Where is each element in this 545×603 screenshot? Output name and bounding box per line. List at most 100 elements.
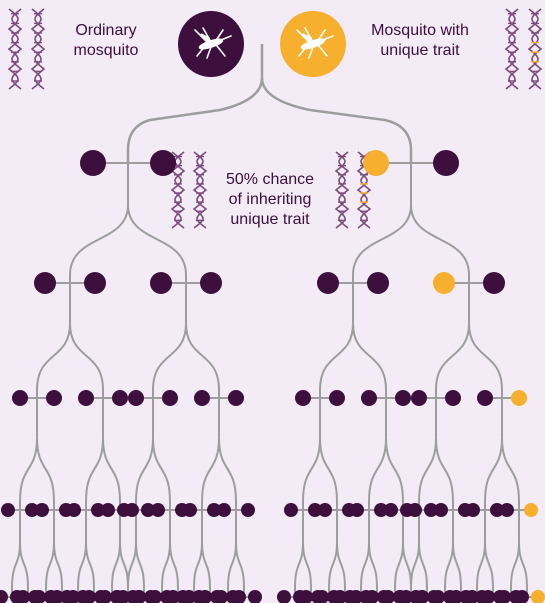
- ordinary-mosquito-node: [117, 503, 131, 517]
- dna-icon: [334, 151, 350, 229]
- ordinary-mosquito-node: [76, 590, 90, 603]
- ordinary-mosquito-node: [150, 150, 176, 176]
- trait-mosquito-icon: [280, 11, 346, 77]
- ordinary-mosquito-node: [200, 272, 222, 294]
- ordinary-mosquito-node: [112, 390, 128, 406]
- ordinary-mosquito-node: [395, 390, 411, 406]
- trait-mosquito-label: Mosquito with unique trait: [350, 21, 490, 61]
- ordinary-mosquito-node: [183, 503, 197, 517]
- ordinary-mosquito-node: [311, 590, 325, 603]
- ordinary-mosquito-node: [377, 590, 391, 603]
- ordinary-mosquito-node: [126, 590, 140, 603]
- ordinary-mosquito-node: [192, 590, 206, 603]
- ordinary-mosquito-node: [329, 390, 345, 406]
- ordinary-mosquito-node: [466, 503, 480, 517]
- ordinary-mosquito-node: [228, 390, 244, 406]
- ordinary-mosquito-node: [427, 590, 441, 603]
- ordinary-mosquito-node: [317, 272, 339, 294]
- ordinary-mosquito-node: [151, 503, 165, 517]
- ordinary-label-line1: Ordinary: [75, 22, 137, 39]
- tree-lines: [1, 44, 538, 598]
- annotation-line2: of inheriting: [228, 191, 312, 208]
- trait-mosquito-node: [531, 590, 545, 603]
- ordinary-mosquito-node: [367, 272, 389, 294]
- ordinary-mosquito-node: [248, 590, 262, 603]
- ordinary-mosquito-label: Ordinary mosquito: [56, 21, 156, 61]
- ordinary-mosquito-node: [94, 590, 108, 603]
- ordinary-mosquito-node: [475, 590, 489, 603]
- ordinary-mosquito-node: [144, 590, 158, 603]
- ordinary-mosquito-node: [1, 503, 15, 517]
- dna-icon: [30, 8, 46, 90]
- ordinary-mosquito-node: [424, 503, 438, 517]
- ordinary-mosquito-node: [67, 503, 81, 517]
- ordinary-mosquito-node: [84, 272, 106, 294]
- trait-mosquito-node: [363, 150, 389, 176]
- ordinary-mosquito-node: [162, 390, 178, 406]
- ordinary-mosquito-node: [176, 590, 190, 603]
- ordinary-mosquito-node: [477, 390, 493, 406]
- ordinary-mosquito-node: [0, 590, 8, 603]
- ordinary-mosquito-node: [483, 272, 505, 294]
- ordinary-mosquito-node: [393, 590, 407, 603]
- ordinary-mosquito-node: [194, 390, 210, 406]
- parent-mosquitoes: [178, 11, 346, 77]
- ordinary-mosquito-node: [374, 503, 388, 517]
- ordinary-mosquito-node: [400, 503, 414, 517]
- dna-icon: [527, 8, 543, 90]
- ordinary-mosquito-node: [318, 503, 332, 517]
- dna-icon: [504, 8, 520, 90]
- ordinary-mosquito-node: [350, 503, 364, 517]
- dna-icon: [192, 151, 208, 229]
- ordinary-mosquito-node: [34, 272, 56, 294]
- ordinary-mosquito-node: [433, 150, 459, 176]
- ordinary-mosquito-node: [343, 590, 357, 603]
- ordinary-mosquito-node: [359, 590, 373, 603]
- ordinary-mosquito-node: [284, 503, 298, 517]
- trait-label-line2: unique trait: [380, 42, 460, 59]
- ordinary-mosquito-node: [308, 503, 322, 517]
- ordinary-mosquito-node: [445, 390, 461, 406]
- annotation-line3: unique trait: [230, 211, 310, 228]
- ordinary-mosquito-node: [207, 503, 221, 517]
- ordinary-mosquito-node: [44, 590, 58, 603]
- ordinary-mosquito-node: [10, 590, 24, 603]
- trait-mosquito-node: [511, 390, 527, 406]
- ordinary-mosquito-node: [150, 272, 172, 294]
- ordinary-mosquito-node: [35, 503, 49, 517]
- ordinary-mosquito-node: [500, 503, 514, 517]
- ordinary-mosquito-node: [60, 590, 74, 603]
- inheritance-chance-annotation: 50% chance of inheriting unique trait: [210, 170, 330, 230]
- trait-label-line1: Mosquito with: [371, 22, 469, 39]
- tree-nodes: [0, 150, 545, 603]
- ordinary-mosquito-node: [80, 150, 106, 176]
- ordinary-mosquito-node: [443, 590, 457, 603]
- ordinary-mosquito-node: [277, 590, 291, 603]
- ordinary-mosquito-icon: [178, 11, 244, 77]
- ordinary-mosquito-node: [434, 503, 448, 517]
- ordinary-mosquito-node: [28, 590, 42, 603]
- ordinary-mosquito-node: [295, 390, 311, 406]
- ordinary-mosquito-node: [293, 590, 307, 603]
- dna-icon: [170, 151, 186, 229]
- trait-mosquito-node: [433, 272, 455, 294]
- ordinary-mosquito-node: [101, 503, 115, 517]
- ordinary-mosquito-node: [217, 503, 231, 517]
- ordinary-mosquito-node: [141, 503, 155, 517]
- ordinary-mosquito-node: [12, 390, 28, 406]
- annotation-line1: 50% chance: [225, 171, 315, 188]
- ordinary-mosquito-node: [226, 590, 240, 603]
- ordinary-mosquito-node: [210, 590, 224, 603]
- ordinary-mosquito-node: [361, 390, 377, 406]
- ordinary-mosquito-node: [459, 590, 473, 603]
- ordinary-mosquito-node: [91, 503, 105, 517]
- trait-mosquito-node: [524, 503, 538, 517]
- ordinary-mosquito-node: [78, 390, 94, 406]
- ordinary-mosquito-node: [160, 590, 174, 603]
- ordinary-label-line2: mosquito: [73, 42, 139, 59]
- ordinary-mosquito-node: [128, 390, 144, 406]
- ordinary-mosquito-node: [46, 390, 62, 406]
- ordinary-mosquito-node: [409, 590, 423, 603]
- ordinary-mosquito-node: [411, 390, 427, 406]
